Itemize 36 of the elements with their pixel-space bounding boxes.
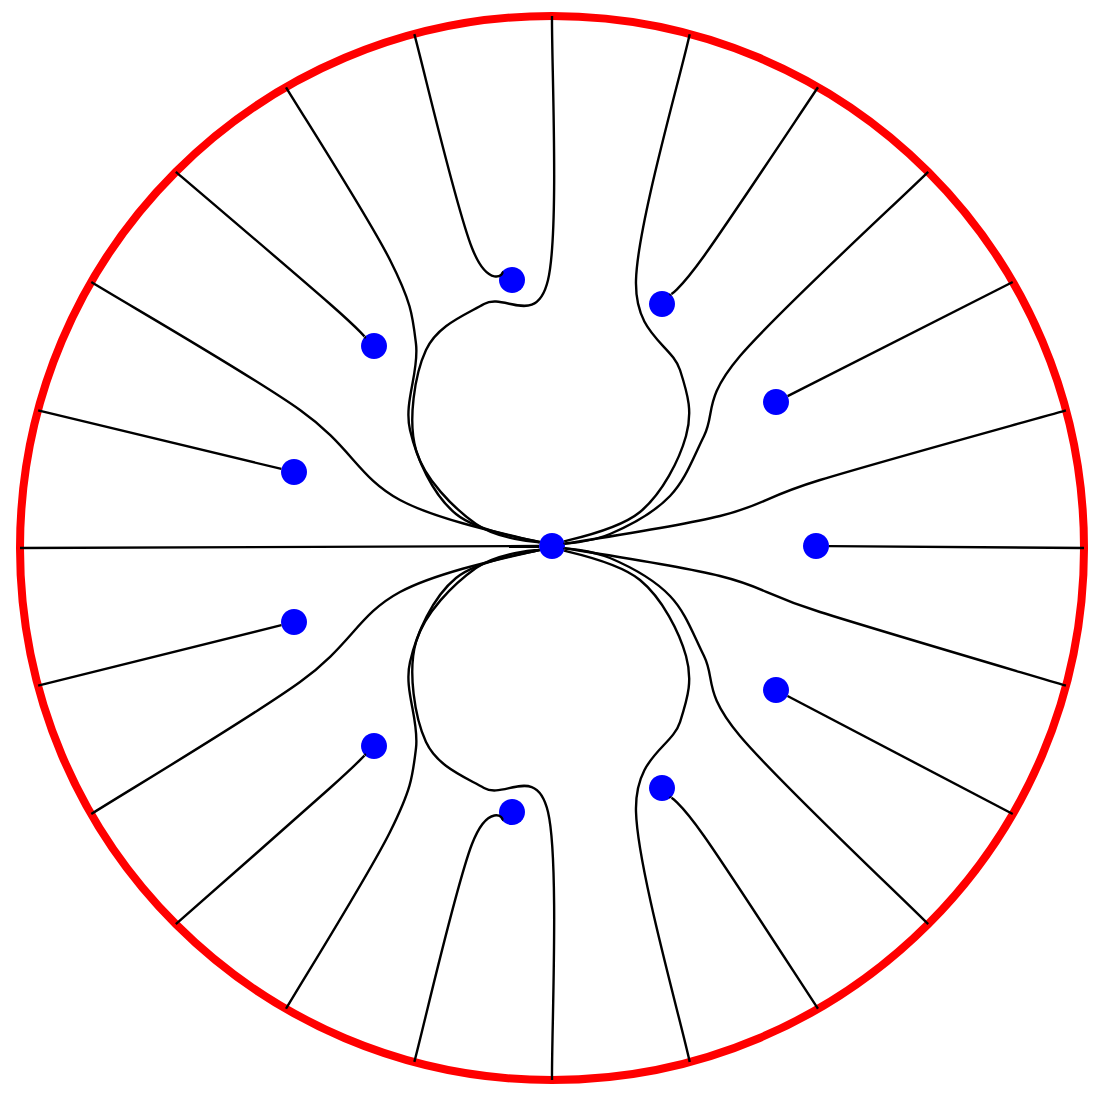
curve <box>787 280 1014 398</box>
curve <box>175 754 366 926</box>
curve <box>564 170 930 545</box>
curve <box>175 170 366 338</box>
curve <box>670 796 819 1010</box>
curve <box>829 544 1085 550</box>
curve <box>285 549 540 1010</box>
curve <box>670 86 819 296</box>
curve <box>564 547 930 926</box>
dot <box>763 389 789 415</box>
curve <box>411 16 556 544</box>
curve <box>20 544 539 550</box>
dot <box>499 799 525 825</box>
center-dot <box>539 533 565 559</box>
dot <box>281 459 307 485</box>
dot <box>499 267 525 293</box>
dot <box>361 733 387 759</box>
curve <box>413 33 504 278</box>
dot <box>281 609 307 635</box>
curve <box>411 548 556 1080</box>
curve <box>285 86 540 544</box>
curve <box>413 814 504 1063</box>
curve <box>563 549 691 1063</box>
dot <box>763 677 789 703</box>
curve <box>37 624 282 687</box>
curve <box>564 547 1067 687</box>
dot <box>803 533 829 559</box>
dot <box>361 333 387 359</box>
circle-boundary <box>16 12 1088 1084</box>
dot <box>649 775 675 801</box>
curve <box>90 548 540 815</box>
curve <box>564 409 1067 545</box>
dot <box>649 291 675 317</box>
curve <box>563 33 691 543</box>
curve <box>37 409 282 471</box>
curve <box>786 694 1014 816</box>
